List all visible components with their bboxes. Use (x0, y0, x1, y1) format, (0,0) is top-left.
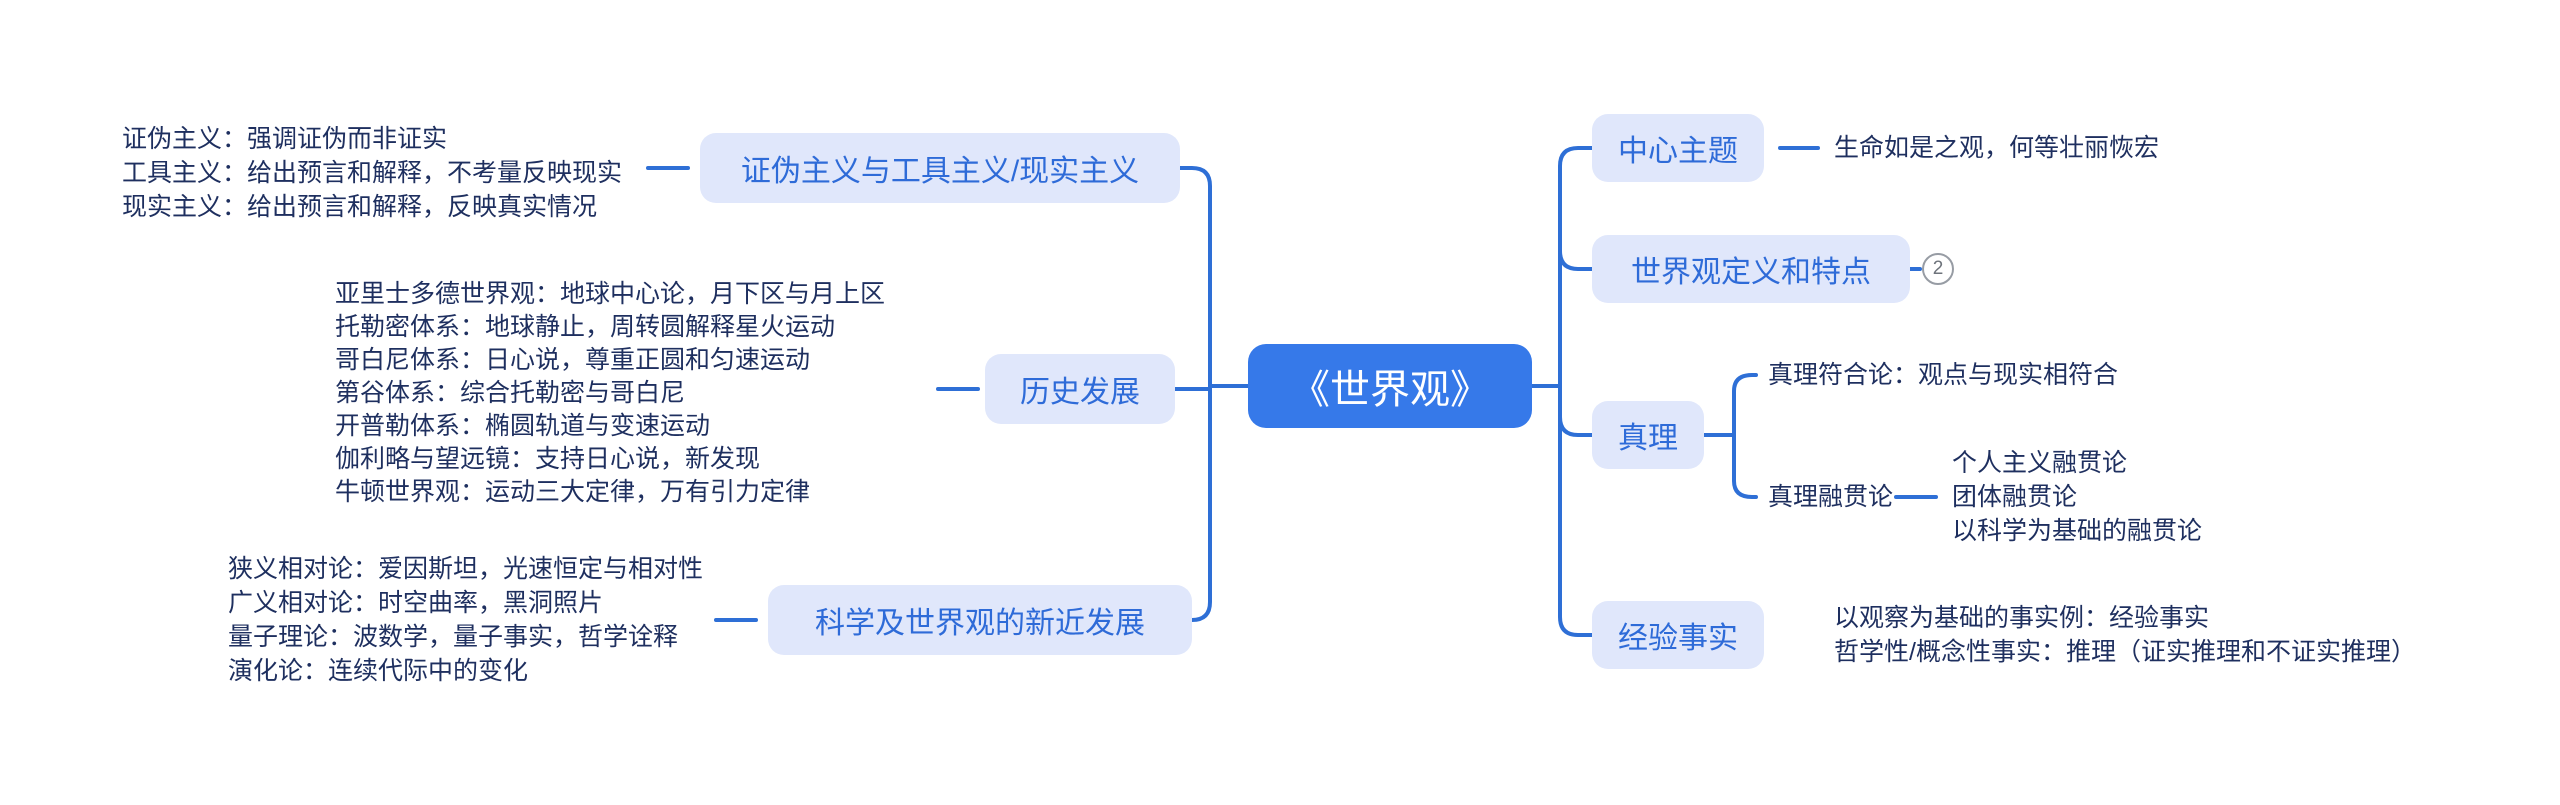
note-block-recent-developments[interactable]: 狭义相对论：爱因斯坦，光速恒定与相对性 广义相对论：时空曲率，黑洞照片 量子理论… (228, 552, 703, 688)
note-truth-coherence[interactable]: 真理融贯论 (1768, 480, 1893, 514)
note-truth-correspondence[interactable]: 真理符合论：观点与现实相符合 (1768, 358, 2118, 392)
note-line[interactable]: 伽利略与望远镜：支持日心说，新发现 (335, 445, 761, 473)
note-line[interactable]: 真理融贯论 (1768, 483, 1894, 511)
note-block-empirical-facts[interactable]: 以观察为基础的事实例：经验事实 哲学性/概念性事实：推理（证实推理和不证实推理） (1834, 601, 2416, 669)
connector-right-trunk (1558, 146, 1594, 637)
note-line[interactable]: 哲学性/概念性事实：推理（证实推理和不证实推理） (1834, 638, 2416, 666)
note-line[interactable]: 团体融贯论 (1952, 483, 2078, 511)
branch-node-central-theme[interactable]: 中心主题 (1592, 114, 1764, 182)
note-line[interactable]: 以观察为基础的事实例：经验事实 (1834, 604, 2210, 632)
note-line[interactable]: 第谷体系：综合托勒密与哥白尼 (335, 379, 686, 407)
connector-left-trunk (1178, 166, 1212, 622)
connector-elbow-definition (1558, 249, 1594, 271)
branch-node-history[interactable]: 历史发展 (985, 354, 1175, 424)
note-line[interactable]: 真理符合论：观点与现实相符合 (1768, 361, 2119, 389)
note-line[interactable]: 个人主义融贯论 (1952, 449, 2128, 477)
central-topic-node[interactable]: 《世界观》 (1248, 344, 1532, 428)
note-line[interactable]: 生命如是之观，何等壮丽恢宏 (1834, 134, 2160, 162)
note-line[interactable]: 以科学为基础的融贯论 (1952, 517, 2203, 545)
note-line[interactable]: 工具主义：给出预言和解释，不考量反映现实 (122, 159, 623, 187)
connector-truth-subtrunk (1732, 373, 1758, 499)
note-block-coherence-types[interactable]: 个人主义融贯论 团体融贯论 以科学为基础的融贯论 (1952, 446, 2202, 548)
branch-node-empirical-facts[interactable]: 经验事实 (1592, 601, 1764, 669)
note-line[interactable]: 证伪主义：强调证伪而非证实 (122, 125, 448, 153)
note-block-falsificationism[interactable]: 证伪主义：强调证伪而非证实 工具主义：给出预言和解释，不考量反映现实 现实主义：… (122, 122, 622, 224)
note-line[interactable]: 广义相对论：时空曲率，黑洞照片 (228, 589, 604, 617)
note-line[interactable]: 开普勒体系：椭圆轨道与变速运动 (335, 412, 711, 440)
note-line[interactable]: 现实主义：给出预言和解释，反映真实情况 (122, 193, 598, 221)
branch-node-falsificationism[interactable]: 证伪主义与工具主义/现实主义 (700, 133, 1180, 203)
note-line[interactable]: 演化论：连续代际中的变化 (228, 657, 529, 685)
collapsed-count-badge[interactable]: 2 (1922, 253, 1954, 285)
connector-elbow-truth (1558, 415, 1594, 437)
note-line[interactable]: 牛顿世界观：运动三大定律，万有引力定律 (335, 478, 811, 506)
note-line[interactable]: 狭义相对论：爱因斯坦，光速恒定与相对性 (228, 555, 704, 583)
branch-node-truth[interactable]: 真理 (1592, 401, 1704, 469)
note-line[interactable]: 亚里士多德世界观：地球中心论，月下区与月上区 (335, 280, 886, 308)
branch-node-worldview-definition[interactable]: 世界观定义和特点 (1592, 235, 1910, 303)
note-line[interactable]: 量子理论：波数学，量子事实，哲学诠释 (228, 623, 679, 651)
note-block-history[interactable]: 亚里士多德世界观：地球中心论，月下区与月上区 托勒密体系：地球静止，周转圆解释星… (335, 278, 885, 509)
branch-node-recent-developments[interactable]: 科学及世界观的新近发展 (768, 585, 1192, 655)
note-line[interactable]: 哥白尼体系：日心说，尊重正圆和匀速运动 (335, 346, 811, 374)
note-central-theme[interactable]: 生命如是之观，何等壮丽恢宏 (1834, 131, 2159, 165)
note-line[interactable]: 托勒密体系：地球静止，周转圆解释星火运动 (335, 313, 836, 341)
